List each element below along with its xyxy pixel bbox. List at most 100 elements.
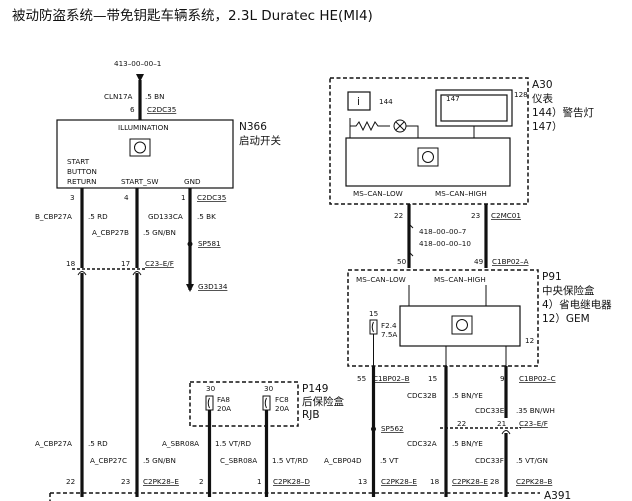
pin-28-bottom: 28 [490,477,500,486]
p91-can-low: MS–CAN–LOW [356,275,406,284]
p91-pin-50: 50 [397,257,407,266]
fc8-num: 30 [264,384,274,393]
plug-icon [77,271,87,276]
a30-module-icon [417,147,439,167]
p91-name: 中央保险盒 [542,284,595,297]
pin-13-bottom: 13 [358,477,367,486]
p149-code: P149 [302,383,328,395]
pin-22-mid: 22 [457,419,466,428]
pin-22-bottom: 22 [66,477,75,486]
connector-c1bp02b: C1BP02–B [373,374,410,383]
pin-6: 6 [130,105,135,114]
connector-c2pk28d: C2PK28–D [273,477,310,486]
connector-c23ef: C23–E/F [145,259,174,268]
label-sp562: SP562 [381,424,404,433]
a30-display-inner [440,94,508,122]
label-5gnbn-bottom: .5 GN/BN [143,456,176,465]
pin-21-mid: 21 [497,419,506,428]
label-cdc32a: CDC32A [407,439,437,448]
label-acbp27b: A_CBP27B [92,228,129,237]
label-5bnye-2: .5 BN/YE [452,439,483,448]
transistor-icon [422,151,434,163]
connector-c2dc35-top: C2DC35 [147,105,176,114]
a30-name: 仪表 [532,92,553,105]
connector-c23ef-mid: C23–E/F [519,419,548,428]
pin-1-bottom: 1 [257,477,262,486]
connector-c2dc35: C2DC35 [197,193,226,202]
pin-23-bottom: 23 [121,477,130,486]
connector-c2mc01: C2MC01 [491,211,521,220]
label-gd133ca: GD133CA [148,212,183,221]
a30-147: 147 [446,94,460,103]
a30-can-low: MS–CAN–LOW [353,189,403,198]
label-cdc32b: CDC32B [407,391,437,400]
ground-ref-label: 413–00–00–1 [114,59,161,68]
label-5gnbn: .5 GN/BN [143,228,176,237]
a30-144: 144 [379,97,393,106]
n366-pin-4: 4 [124,193,129,202]
label-acbp27a: A_CBP27A [35,439,72,448]
label-5vt: .5 VT [380,456,399,465]
label-5bnye: .5 BN/YE [452,391,483,400]
n366-illumination: ILLUMINATION [118,123,169,132]
transistor-icon [456,319,468,331]
n366-start-label-1: START [67,157,90,166]
connector-c1bp02c: C1BP02–C [519,374,556,383]
label-csbr08a: C_SBR08A [220,456,257,465]
splice-sp562 [371,426,376,432]
p91-pin-9: 9 [500,374,505,383]
a30-pin-22: 22 [394,211,403,220]
n366-start-label-2: BUTTON [67,167,97,176]
p91-box [347,269,539,367]
n366-module-icon [129,138,151,157]
n366-code: N366 [239,121,267,133]
pin-17: 17 [121,259,130,268]
label-35bnwh: .35 BN/WH [516,406,555,415]
label-cdc33e: CDC33E [475,406,505,415]
resistor-icon [349,118,390,132]
label-5rd: .5 RD [88,212,108,221]
n366-gnd: GND [184,177,201,186]
n366-start-sw: START_SW [121,177,158,186]
fa8-num: 30 [206,384,216,393]
ground-arrow-icon [186,284,194,292]
p149-box [189,381,299,427]
label-acbp04d: A_CBP04D [324,456,362,465]
connector-c2pk28b: C2PK28–B [516,477,552,486]
fuse-f24-label: F2.4 [381,321,397,330]
plug-icon [501,430,511,435]
connector-arrow-icon [136,74,144,82]
connector-c2pk28e-3: C2PK28–E [452,477,488,486]
ref-418-10: 418–00–00–10 [419,239,471,248]
a30-pin-23: 23 [471,211,480,220]
p91-12: 12 [525,336,534,345]
a30-code: A30 [532,79,553,91]
wire-color-bn: .5 BN [145,92,164,101]
pin-18-bottom: 18 [430,477,440,486]
pin-2-bottom: 2 [199,477,204,486]
info-icon [347,91,371,111]
label-acbp27c: A_CBP27C [90,456,127,465]
ref-418-7: 418–00–00–7 [419,227,466,236]
fc8-amp: 20A [275,404,289,413]
a30-line2: 144）警告灯 [532,106,595,119]
p91-module-icon [451,315,473,335]
p149-name: 后保险盒 [302,395,344,408]
label-cdc33f: CDC33F [475,456,504,465]
label-15vtrd: 1.5 VT/RD [215,439,251,448]
p91-pin-15: 15 [428,374,437,383]
a30-box [329,77,529,205]
label-sp581: SP581 [198,239,221,248]
a30-line3: 147） [532,121,563,133]
label-g3d134: G3D134 [198,282,228,291]
fc8-label: FC8 [275,395,289,404]
n366-name: 启动开关 [239,134,281,147]
label-asbr08a: A_SBR08A [162,439,199,448]
p91-code: P91 [542,271,562,283]
p91-line3: 12）GEM [542,313,590,325]
a30-can-high: MS–CAN–HIGH [435,189,487,198]
connector-c2pk28e-2: C2PK28–E [381,477,417,486]
label-5rd-bottom: .5 RD [88,439,108,448]
p91-pin-49: 49 [474,257,484,266]
